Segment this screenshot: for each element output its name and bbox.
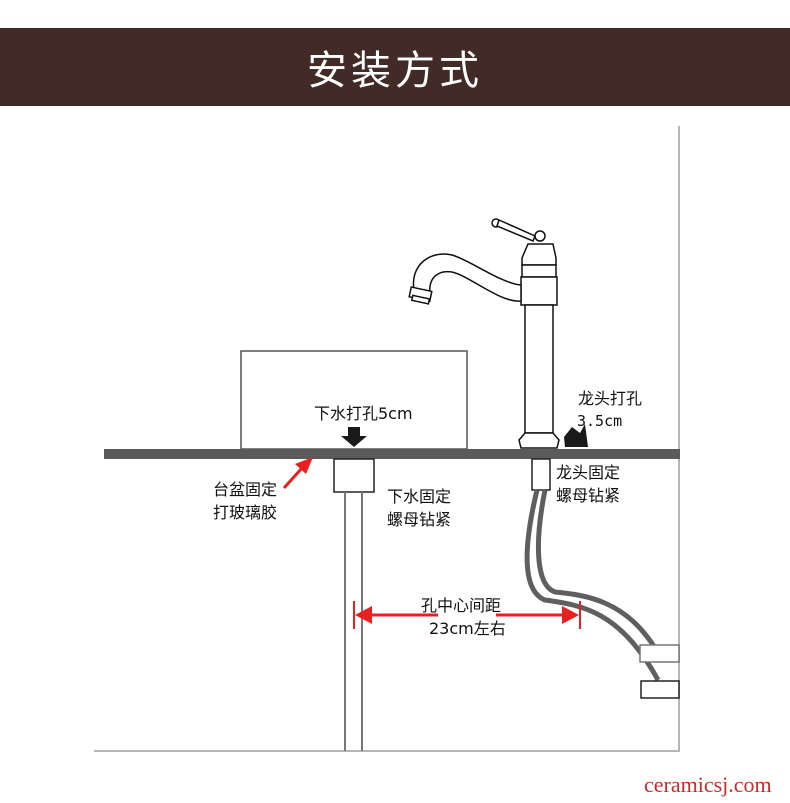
- drain-fix-label-line1: 下水固定: [387, 487, 452, 506]
- header-banner: 安装方式: [0, 28, 790, 106]
- angle-valve-upper: [639, 644, 680, 663]
- drain-nut: [333, 458, 375, 493]
- distance-dimension: [353, 601, 581, 629]
- faucet-hole-label-line2: 3.5cm: [577, 412, 623, 430]
- drain-hole-label: 下水打孔5cm: [314, 404, 413, 423]
- hose-outer: [524, 489, 661, 682]
- faucet-fix-label-line2: 螺母钻紧: [556, 486, 621, 505]
- angle-valve-lower: [640, 680, 680, 699]
- faucet-pointer-arrow: [564, 424, 588, 447]
- distance-label-line2: 23cm左右: [429, 619, 506, 638]
- faucet-hole-label-line1: 龙头打孔: [578, 389, 643, 408]
- basin-fix-label-line1: 台盆固定: [213, 480, 278, 499]
- page-title: 安装方式: [307, 48, 483, 94]
- watermark: ceramicsj.com: [644, 772, 772, 797]
- drain-pointer-arrow: [341, 427, 367, 447]
- drain-fix-label-line2: 螺母钻紧: [387, 510, 452, 529]
- basin-fix-arrow: [282, 457, 313, 490]
- faucet-fix-label-line1: 龙头固定: [556, 463, 621, 482]
- faucet-nut: [531, 458, 551, 491]
- faucet: [408, 218, 560, 449]
- hose-inner: [536, 489, 658, 650]
- countertop: [104, 449, 680, 459]
- distance-label-line1: 孔中心间距: [421, 596, 502, 615]
- basin-fix-label-line2: 打玻璃胶: [213, 503, 278, 522]
